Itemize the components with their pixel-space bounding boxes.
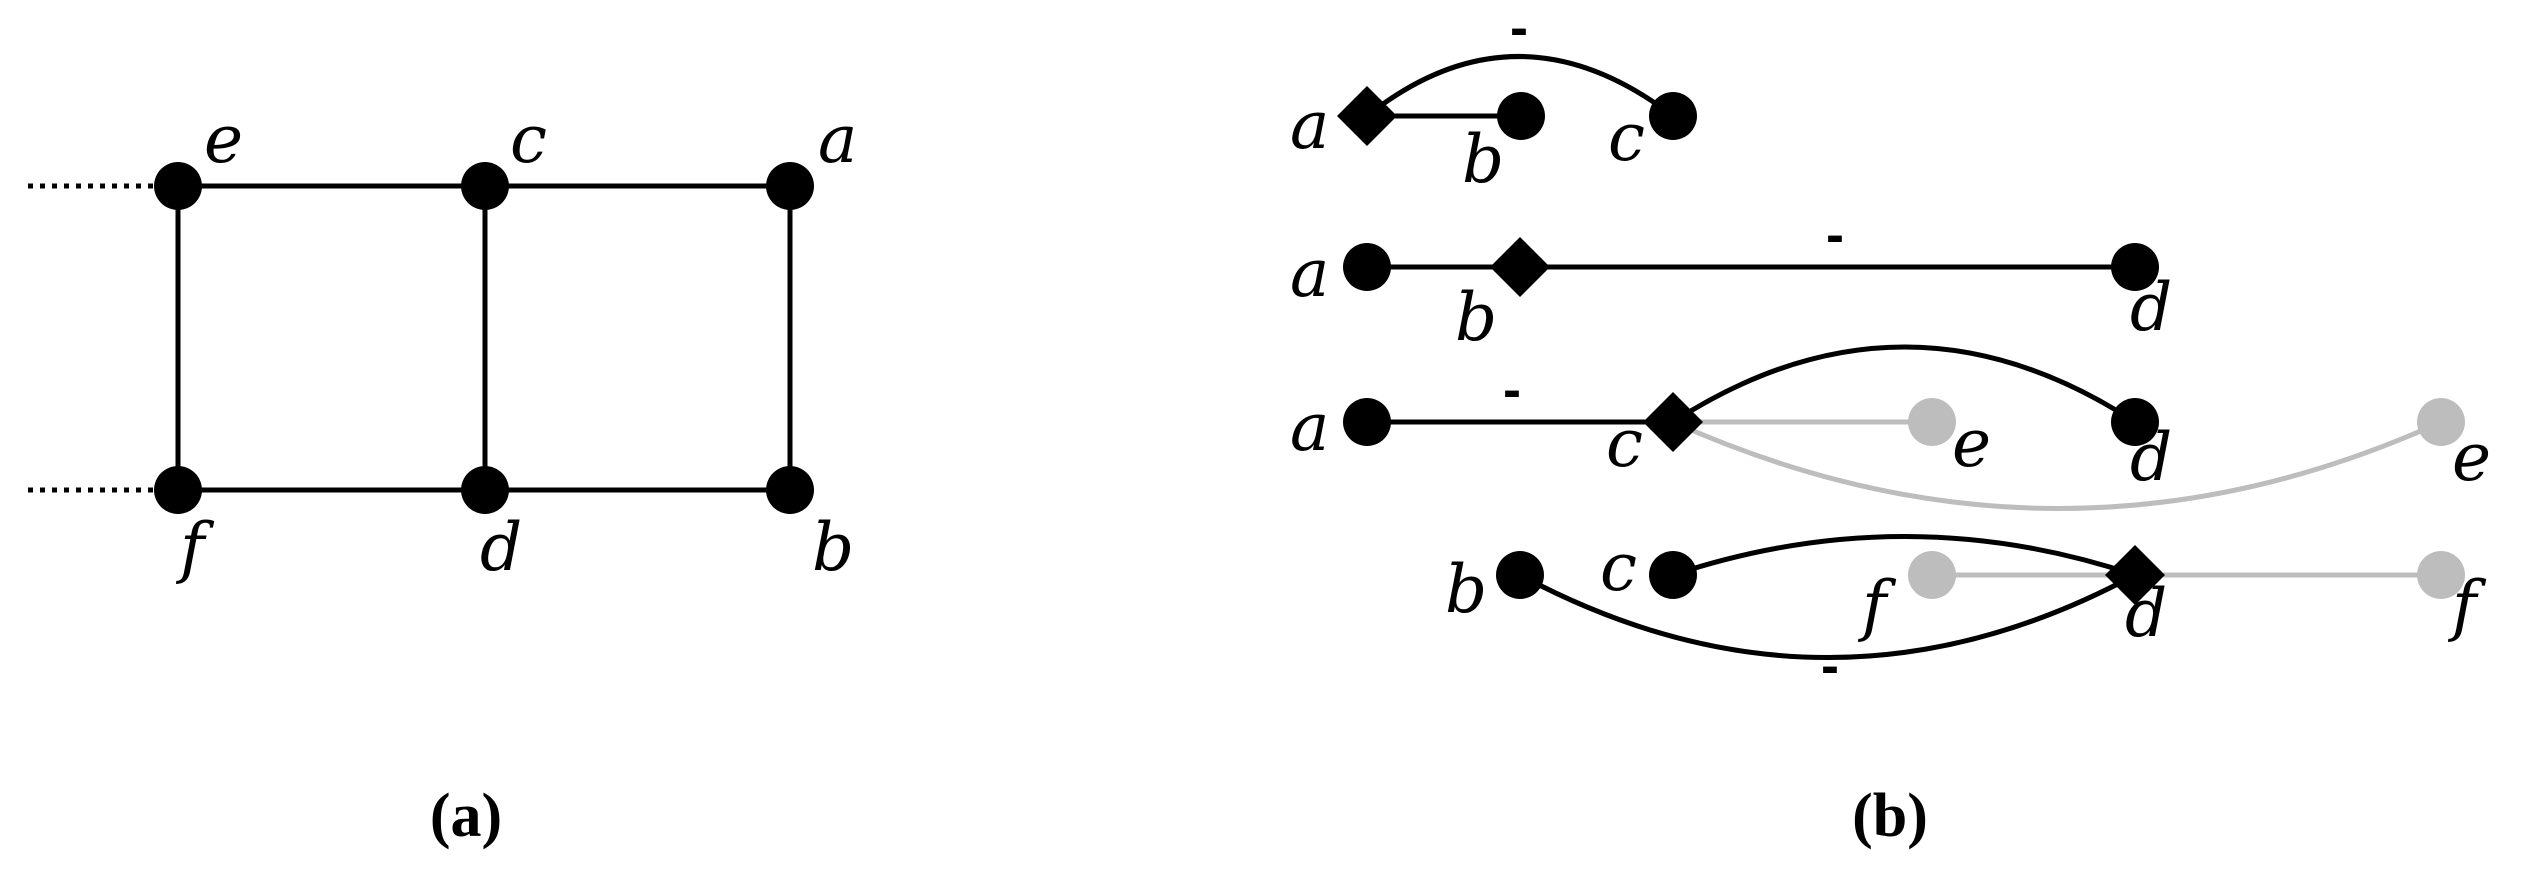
row-1: - a b c	[1290, 0, 1697, 198]
diamond-node-a	[1337, 86, 1397, 146]
diamond-node-b	[1490, 237, 1550, 297]
node-b	[1497, 92, 1545, 140]
node-c	[1649, 551, 1697, 599]
arc-c-e-inactive	[1671, 419, 2443, 511]
label-f-far: f	[2447, 567, 2487, 644]
panel-a: e c a f d b (a)	[28, 101, 857, 850]
node-e	[154, 162, 202, 210]
node-b	[1496, 551, 1544, 599]
caption-a: (a)	[430, 782, 502, 850]
label-c: c	[510, 101, 547, 178]
arc-b-d	[1518, 572, 2137, 660]
minus-sign: -	[1826, 205, 1844, 265]
label-f: f	[175, 509, 215, 586]
label-b: b	[1455, 279, 1497, 356]
diamond-node-d	[2105, 545, 2165, 605]
node-d	[461, 466, 509, 514]
node-c	[1649, 92, 1697, 140]
node-d	[2111, 398, 2159, 446]
node-c	[461, 162, 509, 210]
label-b: b	[1462, 121, 1504, 198]
node-d	[2111, 243, 2159, 291]
caption-b: (b)	[1852, 782, 1928, 850]
node-b	[766, 466, 814, 514]
label-d: d	[2130, 269, 2172, 346]
row-2: - a b d	[1290, 205, 2172, 356]
label-c: c	[1606, 405, 1643, 482]
node-f-inactive	[1908, 551, 1956, 599]
label-c: c	[1608, 99, 1645, 176]
minus-sign: -	[1503, 360, 1521, 420]
node-e-inactive	[1908, 398, 1956, 446]
label-a: a	[818, 101, 857, 178]
panel-b: - a b c - a b d -	[1290, 0, 2491, 850]
arc-c-d	[1671, 344, 2137, 425]
node-a	[1343, 398, 1391, 446]
row-3: - a c e d e	[1290, 344, 2491, 511]
label-d: d	[480, 509, 522, 586]
diamond-node-c	[1643, 392, 1703, 452]
minus-sign: -	[1821, 636, 1839, 696]
label-a: a	[1290, 235, 1329, 312]
label-d: d	[2130, 419, 2172, 496]
arc-c-d	[1672, 534, 2136, 578]
label-e-far: e	[2452, 419, 2491, 496]
node-e-inactive-far	[2417, 398, 2465, 446]
label-b: b	[812, 509, 854, 586]
label-e: e	[1952, 405, 1991, 482]
label-e: e	[204, 101, 243, 178]
label-a: a	[1290, 87, 1329, 164]
label-f: f	[1857, 567, 1897, 644]
node-a	[766, 162, 814, 210]
minus-sign: -	[1510, 0, 1528, 58]
node-f-inactive-far	[2417, 551, 2465, 599]
label-d: d	[2125, 575, 2167, 652]
arc-a-c	[1365, 54, 1675, 118]
label-c: c	[1600, 529, 1637, 606]
label-a: a	[1290, 389, 1329, 466]
label-b: b	[1445, 551, 1487, 628]
node-f	[154, 466, 202, 514]
node-a	[1343, 243, 1391, 291]
row-4: - b c f d f	[1445, 529, 2487, 696]
